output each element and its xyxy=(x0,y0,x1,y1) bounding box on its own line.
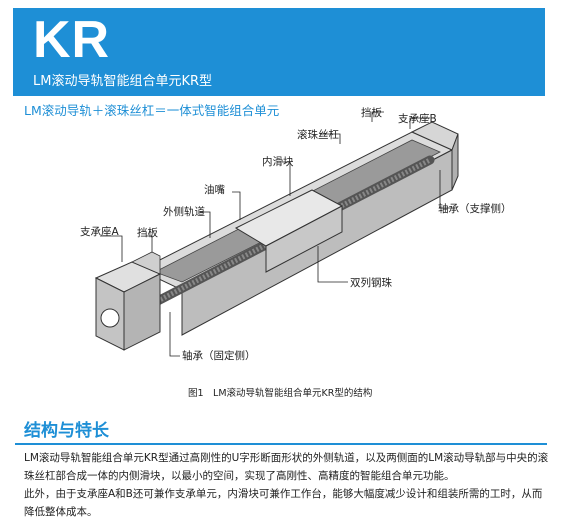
section-body: LM滚动导轨智能组合单元KR型通过高刚性的U字形断面形状的外侧轨道，以及两侧面的… xyxy=(24,449,552,521)
label-outer-rail: 外侧轨道 xyxy=(163,205,205,218)
model-title: KR xyxy=(33,11,111,69)
label-stop-plate-top: 挡板 xyxy=(361,106,382,119)
paragraph-cost: 此外，由于支承座A和B还可兼作支承单元，内滑块可兼作工作台，能够大幅度减少设计和… xyxy=(24,488,543,518)
label-double-row-balls: 双列钢珠 xyxy=(350,276,392,289)
label-ball-screw: 滚珠丝杠 xyxy=(297,128,339,141)
header-banner: KR LM滚动导轨智能组合单元KR型 xyxy=(13,8,545,96)
label-stop-plate-left: 挡板 xyxy=(137,226,158,239)
label-inner-block: 内滑块 xyxy=(262,155,294,168)
figure-caption: 图1 LM滚动导轨智能组合单元KR型的结构 xyxy=(188,388,373,399)
label-grease-nipple: 油嘴 xyxy=(204,183,225,196)
label-bearing-support: 轴承（支撑侧） xyxy=(438,202,512,215)
unit-body xyxy=(94,121,459,351)
label-support-b: 支承座B xyxy=(398,112,437,125)
section-title: 结构与特长 xyxy=(24,421,109,441)
paragraph-structure: LM滚动导轨智能组合单元KR型通过高刚性的U字形断面形状的外侧轨道，以及两侧面的… xyxy=(24,452,549,482)
intro-line: LM滚动导轨＋滚珠丝杠＝一体式智能组合单元 xyxy=(24,103,280,118)
label-bearing-fixed: 轴承（固定侧） xyxy=(182,349,256,362)
label-support-a: 支承座A xyxy=(80,225,119,238)
model-subtitle: LM滚动导轨智能组合单元KR型 xyxy=(33,74,213,89)
kr-structure-diagram: 挡板 支承座B 滚珠丝杠 内滑块 油嘴 外侧轨道 支承座A 挡板 轴承（支撑侧）… xyxy=(80,106,512,362)
section-divider xyxy=(15,443,547,445)
